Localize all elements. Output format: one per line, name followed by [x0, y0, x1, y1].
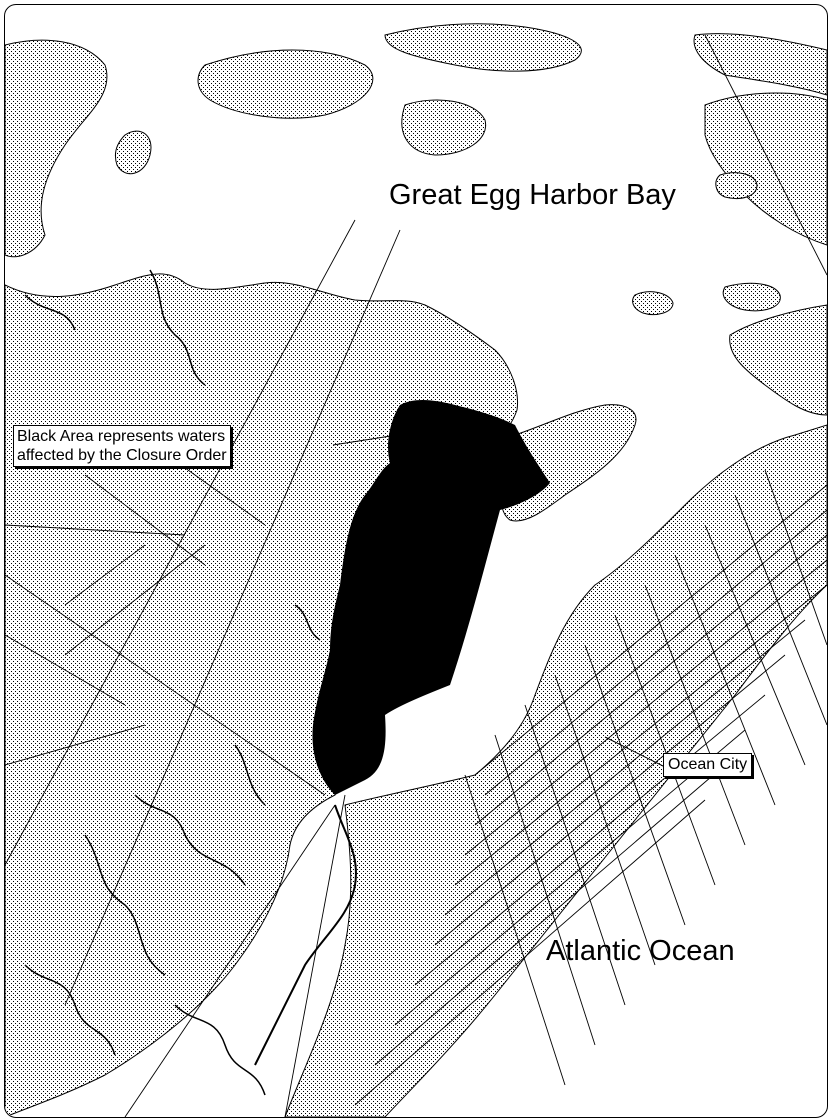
closure-legend-line-1: Black Area represents waters	[17, 428, 226, 445]
closure-legend-box: Black Area represents waters affected by…	[13, 425, 231, 467]
ocean-label: Atlantic Ocean	[546, 935, 735, 967]
map-frame: Great Egg Harbor Bay Atlantic Ocean Blac…	[4, 4, 828, 1118]
ocean-city-land	[284, 424, 827, 1117]
closure-area	[312, 400, 550, 795]
map-canvas	[5, 23, 827, 1117]
mainland-roads	[5, 34, 827, 1117]
island-ne-top	[693, 33, 827, 96]
ocean-city-label: Ocean City	[663, 753, 753, 777]
island-nw-3	[197, 49, 374, 119]
island-nw-1	[5, 39, 108, 258]
ocean-city-roads	[354, 469, 827, 1106]
closure-legend-line-2: affected by the Closure Order	[17, 447, 227, 464]
island-e-3	[729, 304, 827, 416]
closure-leader-line	[332, 434, 398, 446]
island-ne-1	[704, 92, 827, 246]
island-north-top	[384, 23, 582, 72]
inlet-channel	[254, 804, 357, 1066]
island-e-2	[722, 282, 781, 312]
bay-label: Great Egg Harbor Bay	[389, 179, 676, 211]
marsh-creeks	[24, 269, 321, 1096]
city-leader-line	[604, 736, 666, 768]
island-e-1	[632, 291, 674, 316]
island-nw-2	[114, 130, 152, 175]
island-ne-2	[715, 172, 758, 199]
island-north-mid	[401, 99, 487, 156]
